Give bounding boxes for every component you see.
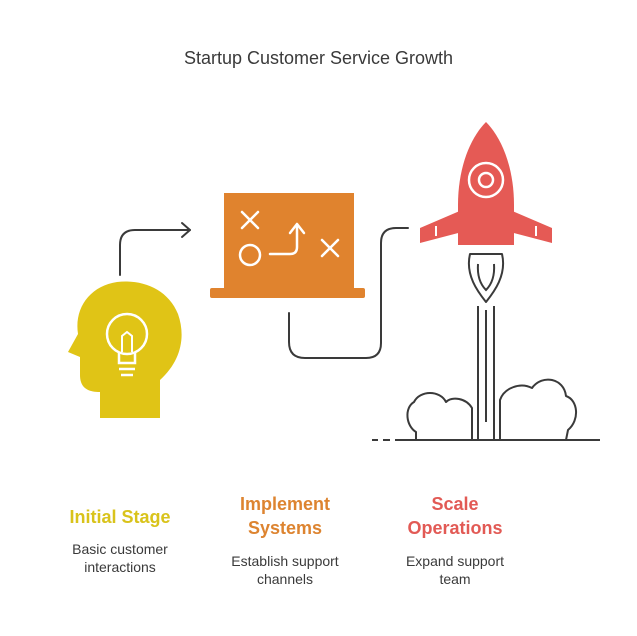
connector-head-to-board [119, 229, 191, 276]
cloud-icon [406, 392, 473, 440]
head-lightbulb-icon [68, 281, 182, 418]
stage-scale-description: Expand support team [405, 553, 505, 587]
arrow-right-icon [181, 222, 191, 238]
stage-initial-title: Initial Stage [69, 507, 171, 527]
cloud-icon [499, 378, 577, 441]
stage-initial-description: Basic customer interactions [72, 541, 168, 575]
exhaust-trail [477, 306, 495, 440]
connector-board-to-rocket [288, 227, 409, 359]
stage-implement-title: Implement Systems [239, 494, 331, 538]
strategy-board-icon [210, 193, 365, 298]
diagram-title: Startup Customer Service Growth [183, 48, 454, 68]
stage-implement-description: Establish support channels [231, 553, 339, 587]
stage-scale-title: Scale Operations [407, 494, 503, 538]
rocket-icon [420, 122, 552, 303]
